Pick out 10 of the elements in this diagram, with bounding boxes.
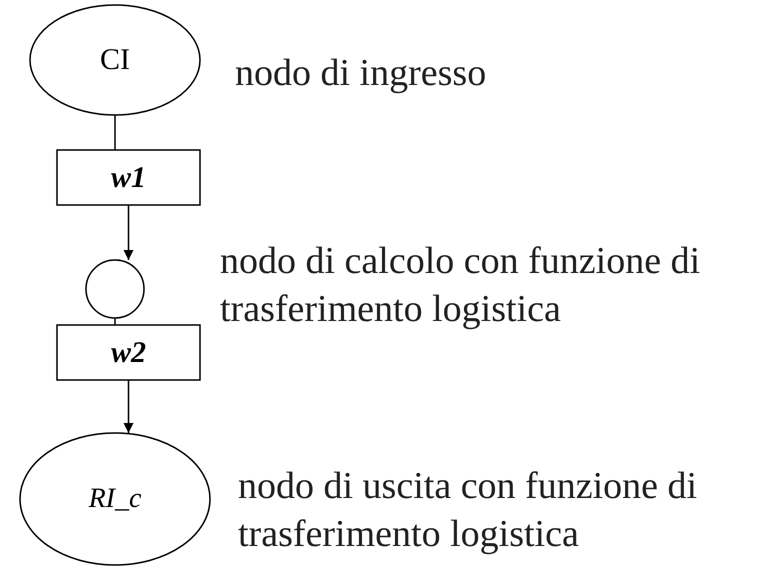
node-label: w1	[110, 160, 146, 194]
node-label: CI	[100, 43, 130, 77]
node-description: nodo di ingresso	[235, 51, 488, 96]
arrow	[124, 205, 134, 260]
connector-line	[114, 115, 116, 150]
node-description: nodo di uscita con funzione di trasferimento logistica	[238, 464, 698, 556]
arrow	[124, 380, 134, 433]
node-label: w2	[110, 336, 146, 370]
node-description: nodo di calcolo con funzione di trasferimento logistica	[220, 239, 702, 332]
node-label: RI_c	[88, 483, 142, 515]
